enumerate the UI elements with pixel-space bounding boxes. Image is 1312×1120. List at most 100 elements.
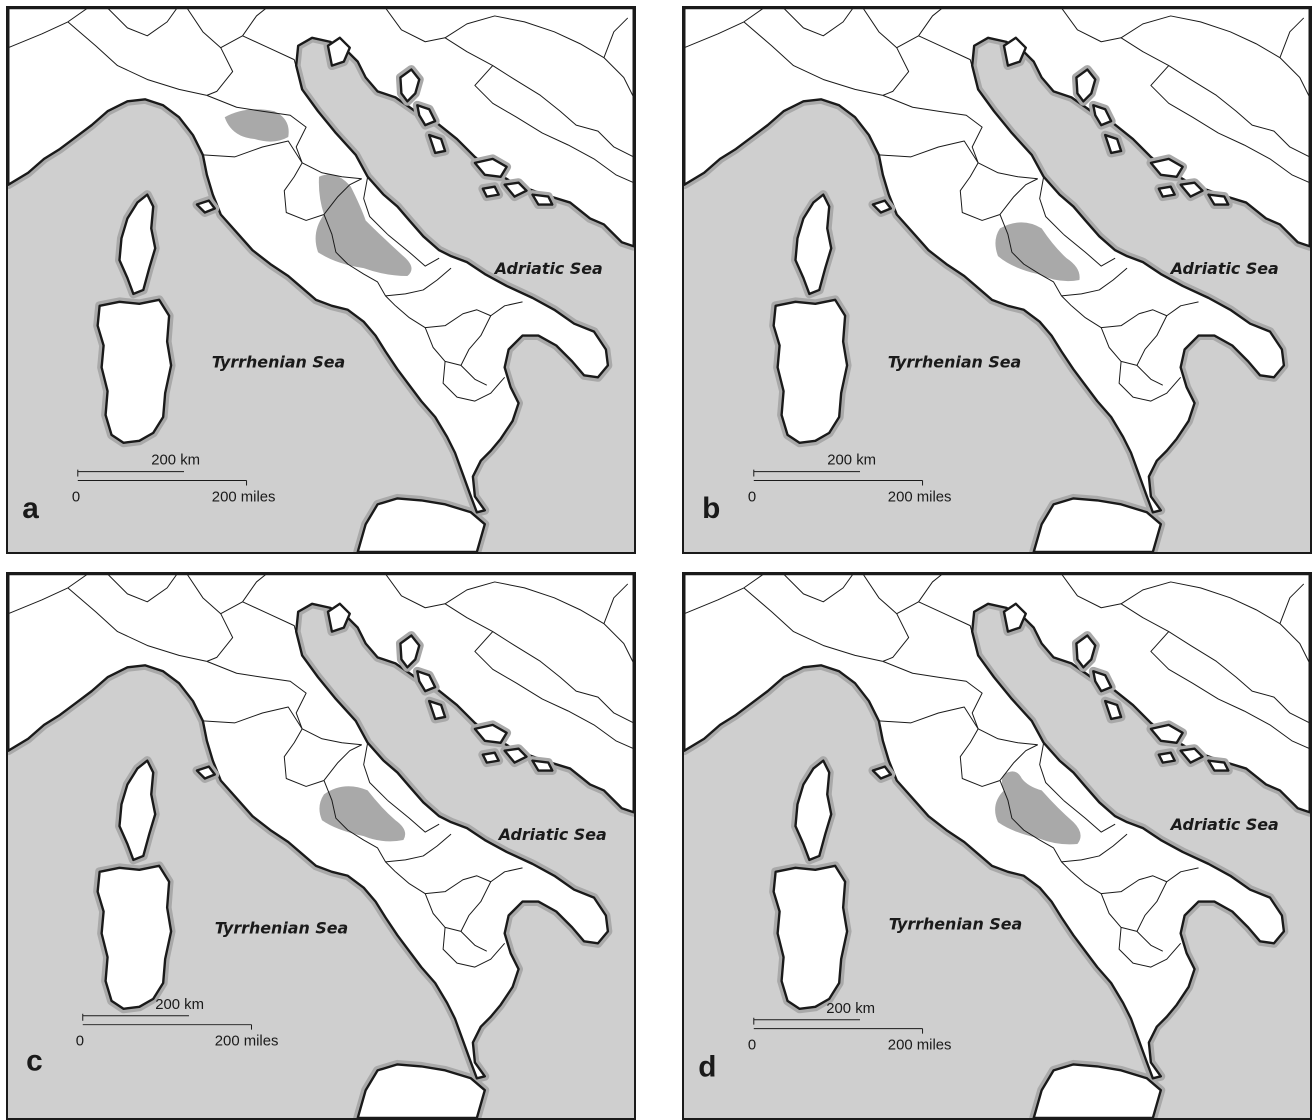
dalmatian-island — [195, 199, 216, 214]
dalmatian-island — [871, 765, 892, 780]
region-border — [1279, 583, 1305, 624]
map-panel-b: Adriatic Sea Tyrrhenian Sea 200 km 0 200… — [682, 6, 1312, 554]
region-border — [206, 47, 234, 96]
region-border — [1061, 8, 1310, 158]
dalmatian-island — [1075, 634, 1097, 669]
region-border — [1039, 742, 1064, 801]
region-border — [186, 574, 267, 615]
region-border — [743, 587, 883, 662]
panel-letter: d — [698, 1050, 716, 1083]
region-border — [1150, 631, 1310, 750]
region-border — [323, 214, 396, 307]
dalmatian-island — [416, 670, 437, 693]
region-border — [242, 601, 303, 656]
dalmatian-island — [1179, 181, 1204, 198]
region-border — [999, 780, 1072, 873]
map-panel-c: Adriatic Sea Tyrrhenian Sea 200 km 0 200… — [6, 572, 636, 1120]
scale-km-label: 200 km — [155, 997, 204, 1013]
region-border — [387, 799, 440, 833]
tyrrhenian-sea-label: Tyrrhenian Sea — [888, 352, 1021, 371]
scale-zero-label: 0 — [748, 489, 756, 505]
region-border — [918, 601, 979, 656]
dalmatian-island — [1157, 751, 1176, 764]
dalmatian-island — [503, 747, 528, 764]
scale-bar: 200 km 0 200 miles — [748, 1001, 952, 1054]
sicily-island — [356, 1063, 486, 1118]
dalmatian-island — [428, 699, 447, 721]
scale-miles-label: 200 miles — [212, 489, 276, 505]
region-border — [67, 21, 207, 96]
region-border — [460, 301, 523, 366]
scale-miles-label: 200 miles — [215, 1034, 279, 1050]
dalmatian-island — [399, 634, 421, 669]
region-border — [206, 660, 307, 730]
region-border — [862, 574, 943, 615]
scale-km-label: 200 km — [827, 453, 876, 469]
region-border — [743, 21, 883, 96]
map-panel-a: Adriatic Sea Tyrrhenian Sea 200 km 0 200… — [6, 6, 636, 554]
region-border — [1063, 799, 1116, 833]
italy-map-d: Adriatic Sea Tyrrhenian Sea 200 km 0 200… — [684, 574, 1310, 1118]
panel-letter: b — [702, 492, 720, 525]
scale-bar: 200 km 0 200 miles — [76, 997, 279, 1050]
scale-zero-label: 0 — [72, 489, 80, 505]
region-border — [283, 162, 325, 221]
region-border — [1061, 267, 1128, 297]
dalmatian-island — [1207, 759, 1230, 772]
dalmatian-island — [1104, 699, 1123, 721]
dalmatian-island — [399, 68, 421, 103]
dalmatian-island — [481, 185, 500, 198]
corsica-island — [118, 193, 157, 296]
region-border — [444, 581, 634, 664]
panel-letter: c — [26, 1044, 43, 1077]
region-border — [1071, 871, 1167, 895]
region-border — [67, 587, 207, 662]
dalmatian-island — [1207, 193, 1230, 206]
region-border — [1063, 233, 1116, 267]
region-border — [878, 706, 1038, 746]
italy-map-c: Adriatic Sea Tyrrhenian Sea 200 km 0 200… — [8, 574, 634, 1118]
region-border — [474, 65, 634, 184]
region-border — [918, 35, 979, 90]
region-border — [323, 780, 396, 873]
region-border — [878, 140, 1038, 180]
dalmatian-island — [416, 104, 437, 127]
region-border — [387, 233, 440, 267]
region-border — [959, 728, 1001, 787]
region-border — [107, 574, 178, 603]
dalmatian-island — [428, 133, 447, 155]
scale-bar: 200 km 0 200 miles — [748, 453, 952, 506]
dalmatian-island — [473, 157, 508, 178]
region-border — [1061, 833, 1128, 863]
region-border — [999, 178, 1038, 215]
region-border — [882, 613, 910, 662]
dalmatian-island — [195, 765, 216, 780]
dalmatian-island — [871, 199, 892, 214]
dalmatian-island — [1092, 104, 1113, 127]
dalmatian-island — [481, 751, 500, 764]
panel-letter: a — [22, 492, 39, 525]
region-border — [999, 744, 1038, 781]
dalmatian-island — [1149, 723, 1184, 744]
region-border — [323, 744, 362, 781]
tyrrhenian-sea-label: Tyrrhenian Sea — [215, 918, 348, 937]
dalmatian-island — [473, 723, 508, 744]
map-panel-d: Adriatic Sea Tyrrhenian Sea 200 km 0 200… — [682, 572, 1312, 1120]
region-border — [1039, 176, 1064, 235]
region-border — [684, 574, 764, 615]
region-border — [206, 613, 234, 662]
adriatic-sea-label: Adriatic Sea — [493, 259, 603, 278]
scale-km-label: 200 km — [826, 1001, 875, 1017]
region-border — [8, 574, 88, 615]
region-border — [442, 361, 506, 402]
italy-map-a: Adriatic Sea Tyrrhenian Sea 200 km 0 200… — [8, 8, 634, 552]
region-border — [882, 94, 983, 164]
scale-miles-label: 200 miles — [888, 489, 952, 505]
region-border — [363, 176, 388, 235]
region-border — [999, 214, 1072, 307]
region-border — [882, 660, 983, 730]
corsica-island — [794, 193, 833, 296]
region-border — [202, 706, 362, 746]
sardinia-island — [96, 298, 173, 444]
dalmatian-island — [1157, 185, 1176, 198]
